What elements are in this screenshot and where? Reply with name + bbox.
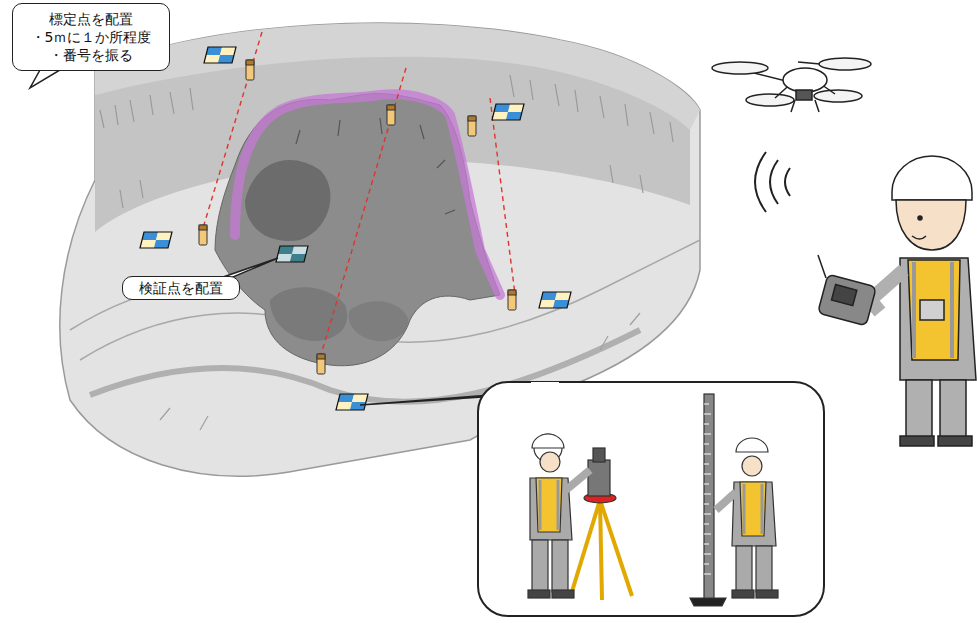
surveyor-staff-part [704, 394, 714, 600]
callout-heading: 検証点を配置 [139, 279, 223, 297]
surveyor-instrument-part [570, 500, 600, 598]
stake-part [317, 354, 325, 374]
stake-part [508, 290, 516, 310]
surveyor-staff-part [732, 590, 754, 598]
survey-line-part [320, 68, 406, 358]
surveyor-staff-part [744, 484, 762, 534]
surveyor-staff [690, 394, 778, 606]
stake-part [387, 105, 395, 125]
drone [712, 58, 871, 112]
check-target [276, 246, 308, 262]
callout-heading: 標定点を配置 [49, 10, 133, 28]
surveyor-staff-part [704, 404, 711, 574]
drone-operator-part [818, 274, 877, 326]
drone-operator-part [900, 258, 976, 380]
radio-waves-part [755, 152, 766, 212]
surveyor-instrument-part [540, 480, 558, 530]
inset-bubble [478, 382, 824, 616]
radio-waves-part [785, 168, 790, 196]
drone-part [783, 68, 827, 92]
surveyor-instrument-part [600, 500, 602, 600]
slope-collapse-part [349, 301, 408, 341]
drone-operator-part [831, 285, 856, 306]
surveyor-instrument [528, 434, 632, 600]
drone-part [814, 90, 862, 102]
slope-collapse [215, 94, 500, 366]
surveyor-instrument-part [600, 500, 632, 596]
surveyor-instrument-part [540, 452, 560, 472]
drone-operator-part [912, 236, 926, 239]
surveyor-instrument-part [588, 460, 610, 496]
surveyor-staff-part [716, 492, 736, 510]
surveyor-instrument-part [536, 478, 562, 532]
control-target-part [336, 394, 368, 410]
slope-collapse-part [235, 94, 500, 295]
slope-collapse-part [215, 94, 500, 366]
drone-operator-part [918, 216, 922, 220]
drone-operator-part [892, 156, 972, 200]
control-target [140, 47, 571, 410]
surveyor-instrument-part [566, 470, 590, 490]
stake-part [199, 225, 207, 245]
drone-operator-part [818, 255, 826, 278]
surveyor-staff-part [732, 482, 776, 546]
inset-bubble-part [531, 382, 559, 386]
surveyor-staff-part [690, 598, 726, 606]
stake [199, 60, 516, 374]
surveyor-instrument-part [528, 590, 550, 598]
surveyor-staff-part [736, 438, 768, 452]
drone-operator-part [920, 300, 944, 320]
drone-operator-part [896, 200, 966, 250]
inset-bubble-part [478, 382, 824, 616]
check-target-part [276, 246, 308, 262]
drone-part [746, 94, 794, 106]
control-target-part [492, 104, 524, 120]
surveyor-staff-part [736, 546, 752, 592]
surveyor-instrument-part [552, 590, 574, 598]
control-target-part [539, 292, 571, 308]
drone-operator-part [908, 260, 960, 360]
drone-operator [818, 156, 976, 446]
surveyor-instrument-part [593, 448, 605, 462]
slope-collapse-part [245, 160, 330, 241]
control-target-part [204, 47, 236, 63]
drone-part [796, 90, 812, 100]
callout-bubble: 標定点を配置・5ｍに１か所程度・番号を振る [12, 3, 170, 71]
surveyor-staff-part [740, 482, 766, 536]
survey-line-part [200, 32, 262, 238]
callout-note: ・5ｍに１か所程度 [31, 28, 152, 46]
surveyor-staff-part [756, 590, 778, 598]
callout-bubble: 検証点を配置 [122, 276, 240, 300]
stake-part [246, 60, 254, 80]
slope-collapse-part [270, 287, 347, 341]
surveyor-staff-part [756, 546, 772, 592]
callout-note: ・番号を振る [49, 46, 133, 64]
control-target-part [140, 232, 172, 248]
drone-operator-part [900, 436, 934, 446]
callout-tail [30, 70, 560, 405]
drone-operator-part [938, 436, 972, 446]
drone-operator-part [940, 380, 966, 440]
drone-part [819, 58, 871, 70]
drone-operator-part [906, 380, 932, 440]
drone-part [791, 100, 819, 112]
surveyor-staff-part [742, 456, 762, 476]
radio-waves [755, 152, 790, 212]
radio-waves-part [770, 160, 778, 204]
surveyor-instrument-part [532, 540, 548, 592]
survey-line-part [490, 98, 515, 294]
surveyor-instrument-part [532, 434, 564, 448]
callout-tail-part [30, 70, 60, 88]
drone-operator-part [914, 262, 952, 358]
stake-part [468, 116, 476, 136]
survey-line [200, 32, 515, 358]
slope-collapse-part [296, 118, 455, 214]
drone-part [712, 62, 768, 74]
surveyor-instrument-part [552, 540, 568, 592]
